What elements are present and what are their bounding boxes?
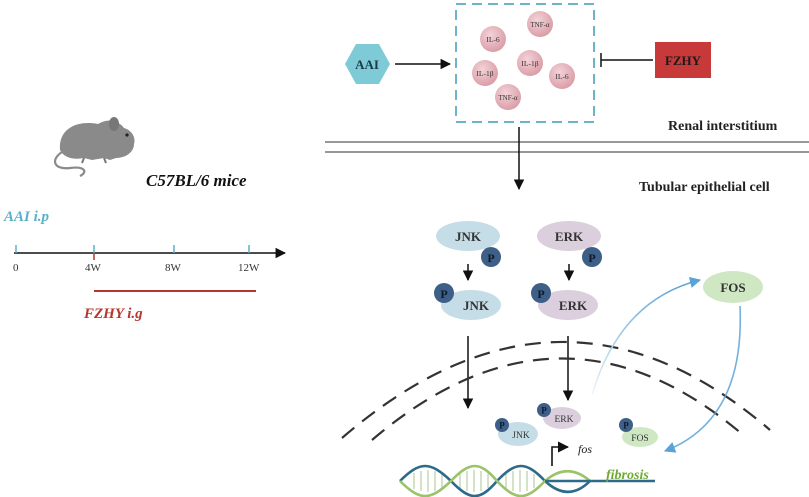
p-jnk-phosphate bbox=[434, 283, 454, 303]
cytokine-label: IL-1β bbox=[476, 69, 493, 78]
fzhy-ig-label: FZHY i.g bbox=[83, 306, 143, 322]
fos-protein-node bbox=[703, 271, 763, 303]
nuclear-jnk-phosphate bbox=[495, 418, 509, 432]
phosphate-label: P bbox=[499, 421, 505, 431]
tick-label-8w: 8W bbox=[165, 262, 182, 274]
fibrosis-label: fibrosis bbox=[606, 468, 649, 483]
cytokine-il1b-a bbox=[472, 60, 498, 86]
nuclear-erk-phosphate bbox=[537, 403, 551, 417]
phosphate-badge-erk bbox=[582, 247, 602, 267]
erk-node bbox=[537, 221, 601, 251]
fos-gene-to-protein-arrow bbox=[591, 277, 702, 396]
cytokine-cluster: IL-6 TNF-α IL-1β IL-1β IL-6 TNF-α bbox=[472, 11, 575, 110]
nuclear-envelope-outer bbox=[341, 340, 771, 439]
tick-label-0: 0 bbox=[13, 262, 19, 274]
phosphate-label: P bbox=[537, 287, 544, 301]
nuclear-jnk-label: JNK bbox=[512, 431, 530, 441]
cytokine-il1b-b bbox=[517, 50, 543, 76]
cytokine-label: TNF-α bbox=[498, 94, 518, 102]
fzhy-box bbox=[655, 42, 711, 78]
phosphate-label: P bbox=[623, 421, 629, 431]
fos-protein-label: FOS bbox=[720, 280, 745, 295]
cytokine-tnfa-a bbox=[527, 11, 553, 37]
renal-interstitium-label: Renal interstitium bbox=[668, 119, 778, 134]
transcription-start-arrow bbox=[551, 441, 570, 466]
p-erk-label: ERK bbox=[559, 298, 588, 313]
nuclear-fos-label: FOS bbox=[631, 434, 648, 444]
phosphate-badge-jnk bbox=[481, 247, 501, 267]
nuclear-fos-phosphate bbox=[619, 418, 633, 432]
aai-ip-label: AAI i.p bbox=[3, 209, 50, 225]
cytokine-label: TNF-α bbox=[530, 21, 550, 29]
nuclear-p-erk bbox=[543, 407, 581, 429]
dna-helix bbox=[399, 464, 655, 497]
tubular-epithelial-label: Tubular epithelial cell bbox=[639, 180, 770, 195]
timeline-ticks bbox=[15, 245, 250, 253]
phosphate-label: P bbox=[487, 251, 494, 265]
cytokine-label: IL-6 bbox=[486, 35, 500, 44]
p-erk-node bbox=[538, 290, 598, 320]
cytokine-il6-a bbox=[480, 26, 506, 52]
cytokine-label: IL-6 bbox=[555, 72, 569, 81]
mouse-icon bbox=[53, 117, 135, 177]
aai-hexagon: AAI bbox=[345, 44, 390, 84]
jnk-node bbox=[436, 221, 500, 251]
cytokine-box bbox=[455, 3, 595, 123]
tick-label-12w: 12W bbox=[238, 262, 260, 274]
p-jnk-node bbox=[441, 290, 501, 320]
phosphate-label: P bbox=[541, 406, 547, 416]
cytokine-tnfa-b bbox=[495, 84, 521, 110]
p-erk-phosphate bbox=[531, 283, 551, 303]
cytokine-il6-b bbox=[549, 63, 575, 89]
erk-label: ERK bbox=[555, 229, 584, 244]
phosphate-label: P bbox=[588, 251, 595, 265]
nuclear-envelope-inner bbox=[371, 357, 743, 441]
fzhy-box-label: FZHY bbox=[665, 53, 702, 68]
nuclear-p-fos bbox=[622, 427, 658, 447]
cytokine-label: IL-1β bbox=[521, 59, 538, 68]
tick-label-4w: 4W bbox=[85, 262, 102, 274]
jnk-label: JNK bbox=[455, 229, 482, 244]
p-jnk-label: JNK bbox=[463, 298, 490, 313]
aai-label: AAI bbox=[355, 57, 379, 72]
phosphate-label: P bbox=[440, 287, 447, 301]
fos-protein-to-nucleus-arrow bbox=[663, 305, 742, 453]
fos-gene-label: fos bbox=[578, 442, 592, 456]
model-label: C57BL/6 mice bbox=[146, 171, 247, 190]
nuclear-erk-label: ERK bbox=[555, 415, 574, 425]
